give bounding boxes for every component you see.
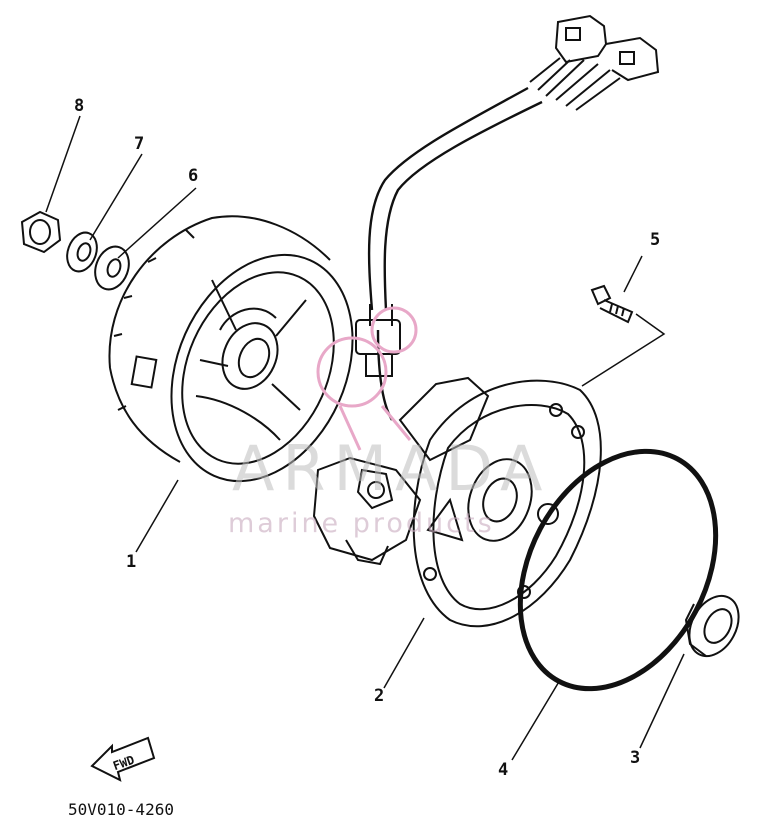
callout-8: 8 xyxy=(74,96,85,116)
flywheel-rotor xyxy=(108,215,354,483)
plain-washer xyxy=(94,245,130,291)
stator-base-plate xyxy=(412,379,602,628)
watermark-subtitle: marine products xyxy=(228,508,495,539)
fwd-arrow-icon xyxy=(90,736,156,782)
callout-7: 7 xyxy=(134,134,145,154)
wire-connector xyxy=(529,14,660,111)
callout-2: 2 xyxy=(374,686,385,706)
armada-logo-icon xyxy=(316,306,418,451)
callout-4: 4 xyxy=(498,760,509,780)
pulser-coil-assembly xyxy=(312,376,490,566)
callout-3: 3 xyxy=(630,748,641,768)
screw xyxy=(590,284,634,324)
callout-1: 1 xyxy=(126,552,137,572)
leader-lines xyxy=(45,115,685,761)
callout-5: 5 xyxy=(650,230,661,250)
watermark-title: ARMADA xyxy=(232,432,551,505)
callout-6: 6 xyxy=(188,166,199,186)
wire-harness xyxy=(367,86,543,421)
fwd-label: FWD xyxy=(111,753,136,774)
nut xyxy=(20,210,62,254)
part-code: 50V010-4260 xyxy=(68,800,174,819)
oil-seal xyxy=(684,594,740,658)
lock-washer xyxy=(66,231,98,273)
